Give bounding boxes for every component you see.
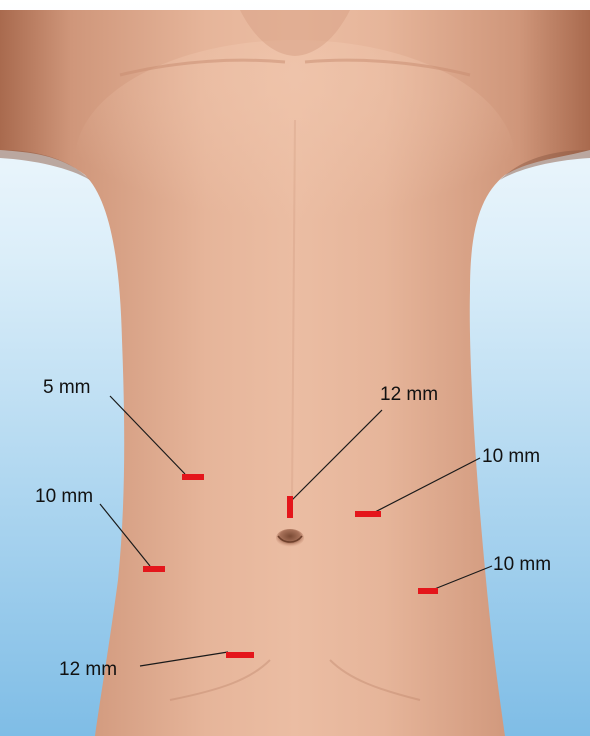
port-marker-10mm-left-lower [418,588,438,594]
port-marker-12mm-umbilical [287,496,293,518]
port-marker-10mm-left-upper [355,511,381,517]
port-marker-5mm [182,474,204,480]
label-10mm-left-lower: 10 mm [493,554,551,575]
port-marker-10mm-right-lower [143,566,165,572]
label-10mm-left-upper: 10 mm [482,446,540,467]
label-12mm-suprapubic: 12 mm [59,659,117,680]
label-10mm-right-lower: 10 mm [35,486,93,507]
label-12mm-umbilical: 12 mm [380,384,438,405]
port-marker-12mm-suprapubic [226,652,254,658]
label-5mm: 5 mm [43,377,91,398]
